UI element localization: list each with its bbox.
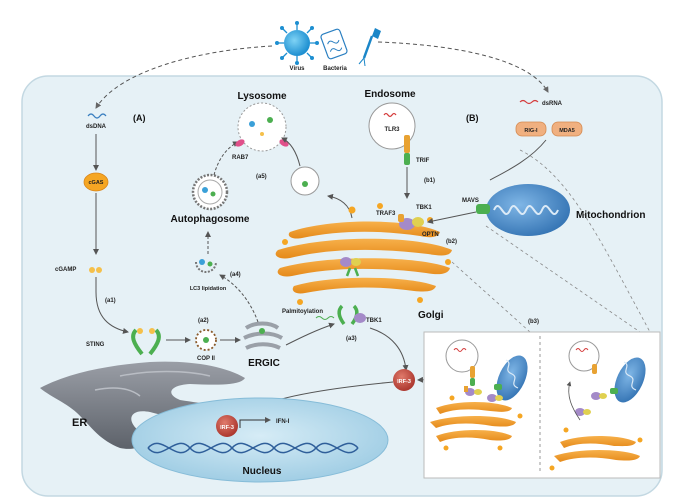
- panel-a-label: (A): [133, 113, 146, 123]
- step-a4-label: (a4): [230, 272, 241, 278]
- step-b1-label: (b1): [424, 178, 435, 184]
- phage-icon: [358, 28, 381, 67]
- virus-icon: [275, 21, 319, 65]
- arrow-autophagosome-lysosome: [213, 141, 239, 176]
- dsrna-icon: [519, 99, 539, 105]
- arrow-rlr-mavs: [489, 139, 547, 181]
- panel-b-label: (B): [466, 113, 479, 123]
- nucleus-organelle: [131, 397, 389, 483]
- arrow-mavs-tbk1: [427, 211, 477, 224]
- irf3-nuclear-protein: [216, 415, 238, 437]
- rab7-label: RAB7: [232, 155, 249, 161]
- nucleus-label: Nucleus: [243, 466, 282, 477]
- inset-left-scene: [430, 339, 528, 451]
- arrow-irf3-ifn: [239, 417, 271, 428]
- inset-right-scene: [549, 340, 646, 471]
- tbk1-traf3-optn-complex: [398, 214, 424, 230]
- arrow-ergic-lc3: [219, 274, 259, 323]
- trif-label: TRIF: [416, 158, 430, 164]
- cgamp-molecule: [89, 267, 102, 273]
- rigi-label: RIG-I: [524, 128, 538, 134]
- lysosome-label: Lysosome: [237, 91, 287, 102]
- autophagosome: [191, 173, 229, 211]
- dashed-arrow-to-dsdna: [95, 45, 273, 109]
- bacteria-label: Bacteria: [323, 66, 347, 72]
- step-a1-label: (a1): [105, 298, 116, 304]
- arrow-vesicle-lysosome: [281, 137, 301, 167]
- step-a5-label: (a5): [256, 174, 267, 180]
- er-organelle: [40, 361, 245, 449]
- copii-label: COP II: [197, 356, 215, 362]
- sting-protein: [131, 328, 161, 356]
- sting-tbk1-complex: [315, 304, 366, 326]
- mavs-protein: [476, 204, 490, 214]
- mda5-protein: [551, 121, 583, 137]
- lysosome-organelle: [235, 102, 289, 152]
- golgi-label: Golgi: [418, 310, 444, 321]
- ergic-label: ERGIC: [248, 358, 280, 369]
- ergic-organelle: [243, 321, 284, 350]
- rigi-protein: [515, 121, 547, 137]
- virus-label: Virus: [290, 66, 306, 72]
- dashed-arrow-to-dsrna: [377, 41, 549, 93]
- step-a2-label: (a2): [198, 318, 209, 324]
- mitochondrion-label: Mitochondrion: [576, 210, 645, 221]
- dsdna-label: dsDNA: [86, 124, 107, 130]
- sting-label: STING: [86, 342, 105, 348]
- endosome-label: Endosome: [364, 89, 416, 100]
- copii-vesicle: [195, 329, 217, 351]
- cgas-label: cGAS: [89, 180, 104, 186]
- tlr3-label: TLR3: [385, 127, 401, 133]
- tbk1-golgi-label: TBK1: [366, 318, 382, 324]
- arrow-to-sting: [95, 291, 129, 334]
- mitochondrion-organelle: [486, 184, 570, 236]
- tbk1-top-label: TBK1: [416, 205, 432, 211]
- traf3-label: TRAF3: [376, 211, 396, 217]
- mda5-label: MDA5: [559, 128, 575, 134]
- cgamp-label: cGAMP: [55, 267, 76, 273]
- arrow-golgi-vesicle: [327, 193, 353, 219]
- lc3-vesicle: [195, 259, 217, 273]
- er-label: ER: [72, 417, 87, 429]
- autophagosome-label: Autophagosome: [171, 214, 250, 225]
- mavs-label: MAVS: [462, 198, 479, 204]
- irf3-cyto-protein: [393, 369, 415, 391]
- endosome-organelle: [368, 102, 416, 165]
- transport-vesicle: [290, 166, 320, 196]
- bacteria-icon: [320, 28, 348, 60]
- step-b3-label: (b3): [528, 319, 539, 325]
- irf3-cyto-label: IRF-3: [397, 379, 411, 385]
- dsdna-icon: [87, 113, 107, 119]
- step-b2-label: (b2): [446, 239, 457, 245]
- dsrna-label: dsRNA: [542, 101, 563, 107]
- irf3-nuc-label: IRF-3: [220, 425, 234, 431]
- cgas-protein: [83, 172, 109, 192]
- optn-label: OPTN: [422, 232, 439, 238]
- zoom-line-right: [485, 225, 641, 333]
- step-a3-label: (a3): [346, 336, 357, 342]
- lc3-label: LC3 lipidation: [190, 286, 227, 292]
- arrow-ergic-golgi: [285, 322, 335, 346]
- palmitoylation-label: Palmitoylation: [282, 309, 323, 315]
- arrow-golgi-irf3: [369, 327, 409, 371]
- ifn-label: IFN-I: [276, 419, 290, 425]
